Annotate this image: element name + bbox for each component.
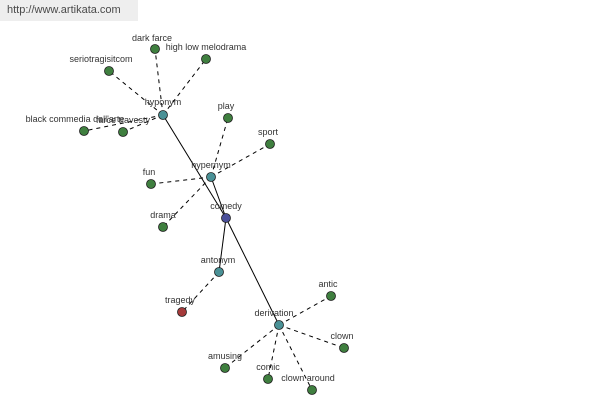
- term-node-black-commedia-dell-arte[interactable]: [79, 126, 89, 136]
- edge-hypernym-play: [210, 117, 229, 178]
- edge-center-hypernym: [210, 176, 227, 219]
- center-node-comedy[interactable]: [221, 213, 231, 223]
- term-node-dark-farce[interactable]: [150, 44, 160, 54]
- term-label-clown: clown: [330, 331, 353, 341]
- edge-derivation-antic: [278, 295, 332, 326]
- term-label-play: play: [218, 101, 235, 111]
- edge-hypernym-fun: [150, 176, 212, 185]
- term-label-antic: antic: [318, 279, 338, 289]
- edge-derivation-comic: [267, 324, 280, 380]
- term-label-high-low-melodrama: high low melodrama: [166, 42, 247, 52]
- edge-hyponym-dark-farce: [154, 48, 164, 116]
- relation-node-hyponym[interactable]: [158, 110, 168, 120]
- relation-label-hypernym: hypernym: [191, 160, 231, 170]
- edge-center-antonym: [218, 217, 227, 273]
- term-label-clown-around: clown around: [281, 373, 335, 383]
- relation-label-hyponym: hyponym: [145, 97, 182, 107]
- term-node-sport[interactable]: [265, 139, 275, 149]
- edge-derivation-clown: [278, 324, 345, 349]
- term-label-amusing: amusing: [208, 351, 242, 361]
- edge-antonym-tragedy: [181, 271, 220, 313]
- relation-node-hypernym[interactable]: [206, 172, 216, 182]
- term-label-sport: sport: [258, 127, 279, 137]
- relation-label-antonym: antonym: [201, 255, 236, 265]
- term-node-fun[interactable]: [146, 179, 156, 189]
- term-node-high-low-melodrama[interactable]: [201, 54, 211, 64]
- edge-center-derivation: [225, 217, 280, 326]
- nodes-layer: [79, 44, 349, 395]
- term-label-fun: fun: [143, 167, 156, 177]
- edge-hyponym-seriotragisitcom: [108, 70, 164, 116]
- term-label-seriotragisitcom: seriotragisitcom: [69, 54, 132, 64]
- edges-layer: [83, 48, 345, 391]
- edge-hypernym-drama: [162, 176, 212, 228]
- term-node-comic[interactable]: [263, 374, 273, 384]
- term-label-dark-farce: dark farce: [132, 33, 172, 43]
- term-node-amusing[interactable]: [220, 363, 230, 373]
- term-label-drama: drama: [150, 210, 176, 220]
- term-node-tragedy[interactable]: [177, 307, 187, 317]
- edge-center-hyponym: [162, 114, 227, 219]
- term-node-antic[interactable]: [326, 291, 336, 301]
- term-node-clown-around[interactable]: [307, 385, 317, 395]
- term-label-comic: comic: [256, 362, 280, 372]
- edge-hyponym-black-commedia-dell-arte: [83, 114, 164, 132]
- relation-node-antonym[interactable]: [214, 267, 224, 277]
- term-node-clown[interactable]: [339, 343, 349, 353]
- term-label-tragedy: tragedy: [165, 295, 196, 305]
- edge-hypernym-sport: [210, 143, 271, 178]
- term-label-black-commedia-dell-arte: black commedia dell'arte: [26, 114, 125, 124]
- term-label-farce-travesty: farce travesty: [96, 115, 151, 125]
- relation-node-derivation[interactable]: [274, 320, 284, 330]
- watermark-url[interactable]: http://www.artikata.com: [0, 0, 138, 21]
- term-node-seriotragisitcom[interactable]: [104, 66, 114, 76]
- edge-hyponym-high-low-melodrama: [162, 58, 207, 116]
- edge-derivation-amusing: [224, 324, 280, 369]
- term-node-play[interactable]: [223, 113, 233, 123]
- term-node-drama[interactable]: [158, 222, 168, 232]
- relation-label-derivation: derivation: [254, 308, 293, 318]
- term-node-farce-travesty[interactable]: [118, 127, 128, 137]
- center-label: comedy: [210, 201, 242, 211]
